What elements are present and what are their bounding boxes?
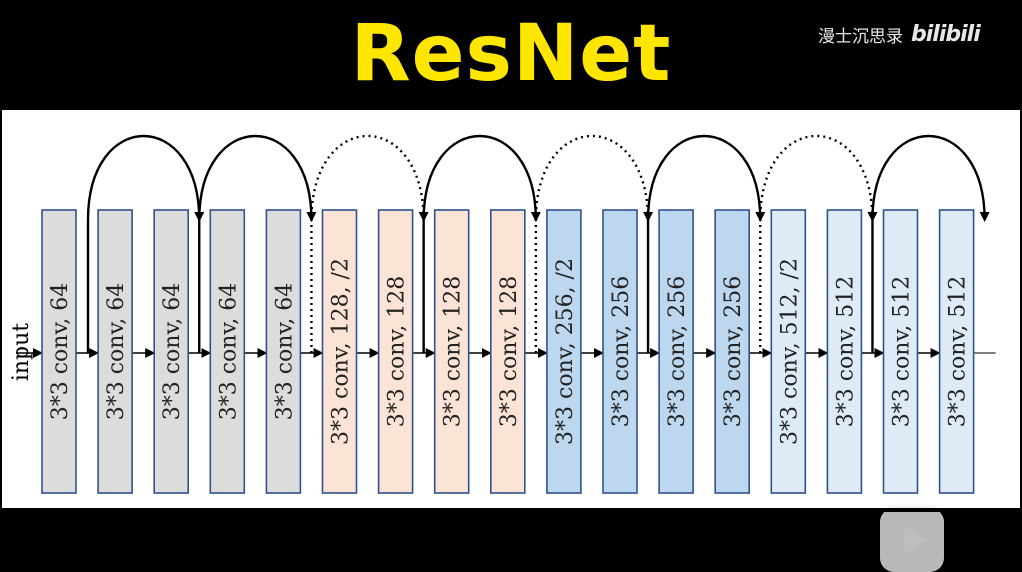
conv-block: 3*3 conv, 64 (41, 209, 77, 494)
conv-block-label: 3*3 conv, 64 (272, 283, 297, 421)
skip-connection (871, 135, 990, 353)
watermark-channel: 漫士沉思录 (818, 26, 903, 47)
conv-block-box (714, 209, 751, 494)
conv-block-box (377, 209, 414, 494)
conv-block-label: 3*3 conv, 128 (385, 276, 410, 428)
skip-connection (86, 135, 205, 353)
conv-block-label: 3*3 conv, 512, /2 (777, 258, 802, 445)
resnet-diagram-canvas: input 3*3 conv, 64 3*3 conv, 64 3*3 conv, … (9, 135, 996, 494)
conv-block: 3*3 conv, 512 (826, 209, 863, 494)
conv-block-label: 3*3 conv, 128 (441, 276, 466, 428)
conv-block-box (602, 209, 638, 494)
conv-block: 3*3 conv, 64 (97, 209, 133, 494)
conv-block: 3*3 conv, 512, /2 (770, 209, 807, 494)
conv-block-label: 3*3 conv, 64 (48, 283, 73, 421)
play-button[interactable] (880, 508, 944, 572)
conv-block-box (41, 209, 77, 494)
conv-block: 3*3 conv, 256 (658, 209, 694, 494)
skip-connection (646, 135, 766, 353)
bottom-bar (0, 508, 1022, 512)
conv-block-label: 3*3 conv, 512 (946, 276, 971, 428)
conv-block: 3*3 conv, 128 (377, 209, 414, 494)
skip-connection (198, 135, 317, 353)
skip-connection-dotted (759, 135, 878, 353)
conv-block-label: 3*3 conv, 512 (890, 276, 915, 428)
conv-block-label: 3*3 conv, 512 (833, 276, 858, 428)
conv-block-box (321, 209, 358, 494)
conv-block-box (153, 209, 189, 494)
conv-block-box (658, 209, 694, 494)
conv-block: 3*3 conv, 256 (602, 209, 638, 494)
conv-block-label: 3*3 conv, 128, /2 (329, 258, 354, 445)
conv-block: 3*3 conv, 128 (489, 209, 526, 494)
conv-block-label: 3*3 conv, 64 (216, 283, 241, 421)
conv-block-label: 3*3 conv, 256 (609, 276, 634, 428)
video-header: ResNet 漫士沉思录 bilibili (0, 0, 1022, 110)
conv-block: 3*3 conv, 512 (938, 209, 975, 494)
conv-block-label: 3*3 conv, 128 (497, 276, 522, 428)
skip-connection-dotted (310, 135, 429, 353)
conv-block-box (489, 209, 526, 494)
skip-connection-dotted (534, 135, 654, 353)
conv-block-box (433, 209, 470, 494)
conv-block-box (209, 209, 246, 494)
conv-block-box (882, 209, 919, 494)
bilibili-logo: bilibili (911, 21, 981, 47)
skip-connections (86, 135, 990, 353)
conv-block: 3*3 conv, 64 (209, 209, 246, 494)
conv-block-box (826, 209, 863, 494)
conv-block-box (97, 209, 133, 494)
conv-block-box (265, 209, 302, 494)
conv-block-box (546, 209, 582, 494)
resnet-diagram: input 3*3 conv, 64 3*3 conv, 64 3*3 conv, … (2, 110, 1020, 572)
conv-block: 3*3 conv, 128 (433, 209, 470, 494)
conv-block: 3*3 conv, 256, /2 (546, 209, 582, 494)
input-label: input (9, 323, 34, 381)
skip-connection (422, 135, 541, 353)
watermark: 漫士沉思录 bilibili (818, 16, 1018, 52)
conv-block-label: 3*3 conv, 256, /2 (553, 258, 578, 445)
page-title: ResNet (350, 9, 672, 99)
conv-block: 3*3 conv, 64 (153, 209, 189, 494)
conv-block: 3*3 conv, 64 (265, 209, 302, 494)
conv-block: 3*3 conv, 128, /2 (321, 209, 358, 494)
conv-block-box (938, 209, 975, 494)
conv-block: 3*3 conv, 512 (882, 209, 919, 494)
conv-block-box (770, 209, 807, 494)
conv-block-label: 3*3 conv, 256 (721, 276, 746, 428)
conv-block: 3*3 conv, 256 (714, 209, 751, 494)
conv-block-label: 3*3 conv, 64 (160, 283, 185, 421)
conv-block-label: 3*3 conv, 256 (665, 276, 690, 428)
conv-block-label: 3*3 conv, 64 (104, 283, 129, 421)
